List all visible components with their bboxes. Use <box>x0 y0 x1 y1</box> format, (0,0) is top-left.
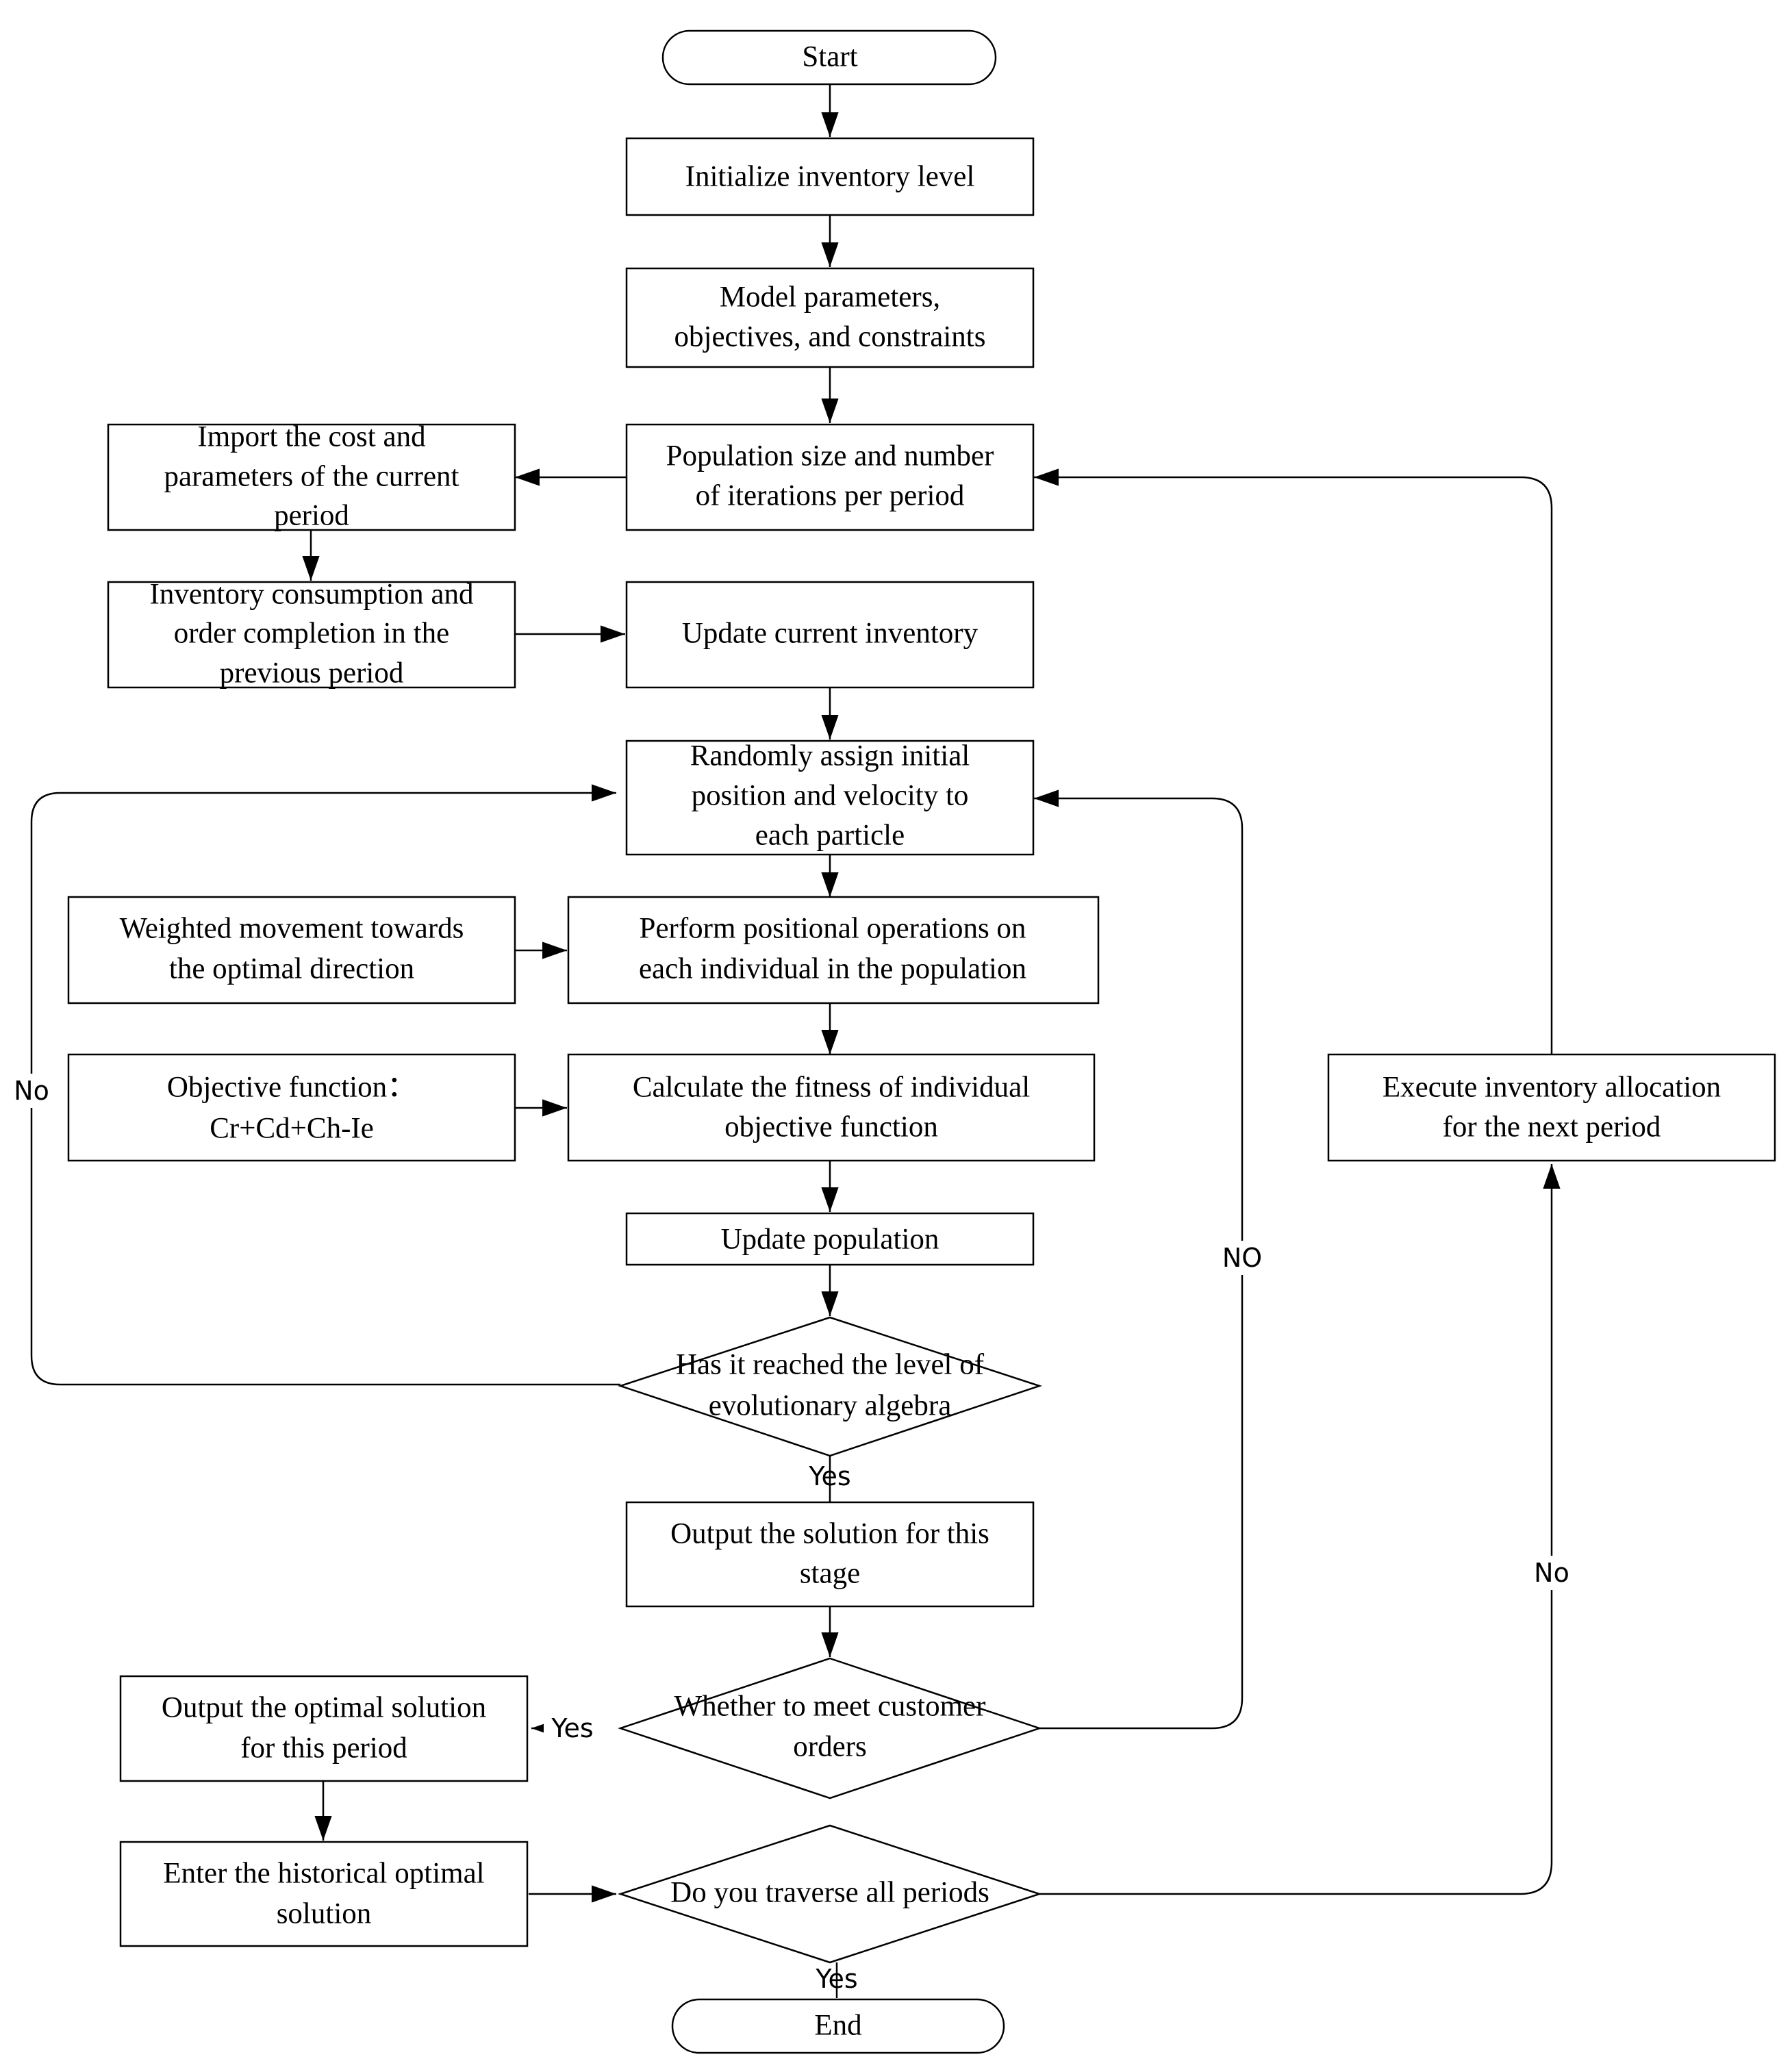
node-objective-function-line-1: Objective function： <box>167 1072 416 1104</box>
node-start-label: Start <box>802 41 857 73</box>
node-update-population: Update population <box>625 1212 1035 1266</box>
label-traverse-yes: Yes <box>815 1964 857 1994</box>
node-population-size-line-1: Population size and number <box>666 440 994 472</box>
node-calc-fitness-line-1: Calculate the fitness of individual <box>633 1072 1030 1104</box>
label-meet-no: NO <box>1222 1243 1262 1273</box>
node-random-assign-line-1: Randomly assign initial <box>690 740 970 772</box>
connectors <box>30 84 1561 1998</box>
node-update-population-label: Update population <box>721 1224 939 1256</box>
label-reached-yes: Yes <box>808 1461 850 1491</box>
edge-traverse-no-loop <box>1039 1164 1561 1895</box>
node-output-optimal-line-1: Output the optimal solution <box>162 1692 486 1724</box>
node-output-stage-line-1: Output the solution for this <box>670 1518 989 1550</box>
node-inventory-consumption-line-3: previous period <box>220 657 404 690</box>
label-meet-yes: Yes <box>551 1713 593 1743</box>
node-inventory-consumption: Inventory consumption and order completi… <box>107 579 516 690</box>
node-random-assign-line-2: position and velocity to <box>692 780 969 812</box>
node-init-inventory-label: Initialize inventory level <box>685 161 975 193</box>
edge-allocation-to-population <box>1034 468 1553 1054</box>
node-start: Start <box>661 29 997 86</box>
node-update-inventory-label: Update current inventory <box>682 618 979 650</box>
label-traverse-no: No <box>1534 1558 1569 1588</box>
node-objective-function: Objective function： Cr+Cd+Ch-Ie <box>67 1053 516 1162</box>
node-model-params: Model parameters, objectives, and constr… <box>625 267 1035 368</box>
node-import-cost-line-3: period <box>274 500 349 532</box>
node-model-params-line-2: objectives, and constraints <box>674 321 986 353</box>
node-positional-ops-line-2: each individual in the population <box>639 953 1026 985</box>
node-reached-level-line-1: Has it reached the level of <box>676 1349 985 1381</box>
node-inventory-consumption-line-1: Inventory consumption and <box>150 579 474 611</box>
node-positional-ops-line-1: Perform positional operations on <box>640 913 1026 945</box>
node-init-inventory: Initialize inventory level <box>625 137 1035 216</box>
node-random-assign-line-3: each particle <box>755 820 905 852</box>
node-output-stage: Output the solution for this stage <box>625 1501 1035 1608</box>
node-population-size: Population size and number of iterations… <box>625 423 1035 531</box>
node-historical-optimal-line-1: Enter the historical optimal <box>163 1858 484 1890</box>
node-weighted-movement-line-2: the optimal direction <box>169 953 414 985</box>
node-weighted-movement: Weighted movement towards the optimal di… <box>67 896 516 1005</box>
node-meet-orders-line-2: orders <box>793 1731 866 1763</box>
node-random-assign: Randomly assign initial position and vel… <box>625 740 1035 856</box>
node-end-label: End <box>814 2010 861 2042</box>
node-calc-fitness: Calculate the fitness of individual obje… <box>567 1053 1096 1162</box>
node-objective-function-line-2: Cr+Cd+Ch-Ie <box>210 1113 374 1145</box>
label-reached-no: No <box>14 1076 49 1106</box>
node-reached-level-line-2: evolutionary algebra <box>709 1390 952 1422</box>
node-output-stage-line-2: stage <box>800 1558 860 1590</box>
node-inventory-consumption-line-2: order completion in the <box>174 618 449 650</box>
node-output-optimal-line-2: for this period <box>240 1732 407 1765</box>
node-traverse-periods-label: Do you traverse all periods <box>670 1877 989 1909</box>
node-traverse-periods-decision: Do you traverse all periods <box>617 1824 1043 1964</box>
node-import-cost-line-1: Import the cost and <box>197 421 425 453</box>
node-output-optimal: Output the optimal solution for this per… <box>119 1675 529 1782</box>
node-execute-allocation: Execute inventory allocation for the nex… <box>1327 1053 1776 1162</box>
node-reached-level-decision: Has it reached the level of evolutionary… <box>618 1316 1042 1457</box>
node-execute-allocation-line-2: for the next period <box>1443 1111 1661 1144</box>
node-execute-allocation-line-1: Execute inventory allocation <box>1383 1072 1721 1104</box>
node-update-inventory: Update current inventory <box>625 581 1035 689</box>
node-population-size-line-2: of iterations per period <box>696 480 965 512</box>
node-weighted-movement-line-1: Weighted movement towards <box>120 913 464 945</box>
node-historical-optimal: Enter the historical optimal solution <box>119 1841 529 1947</box>
node-positional-ops: Perform positional operations on each in… <box>567 896 1100 1005</box>
node-import-cost: Import the cost and parameters of the cu… <box>107 421 516 532</box>
edge-labels: No Yes NO Yes No Yes <box>10 1074 1574 1994</box>
node-end: End <box>671 1998 1005 2054</box>
node-meet-orders-line-1: Whether to meet customer <box>674 1691 986 1723</box>
node-model-params-line-1: Model parameters, <box>720 281 940 314</box>
node-meet-orders-decision: Whether to meet customer orders <box>618 1657 1042 1799</box>
node-historical-optimal-line-2: solution <box>277 1898 372 1930</box>
node-import-cost-line-2: parameters of the current <box>164 461 459 493</box>
node-calc-fitness-line-2: objective function <box>724 1111 938 1144</box>
